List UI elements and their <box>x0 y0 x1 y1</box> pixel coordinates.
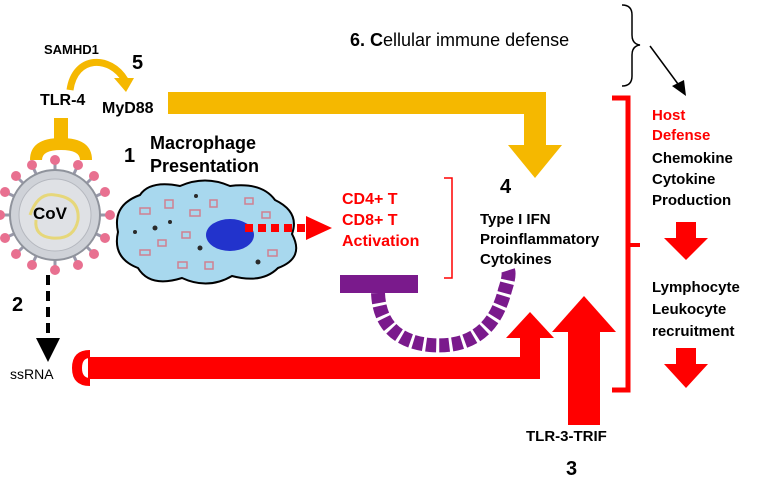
lymphocyte-label: Lymphocyte <box>652 279 740 296</box>
recruitment-arrow-1-shaft <box>676 222 696 240</box>
proinflammatory-label: Proinflammatory <box>480 231 600 248</box>
samhd1-label: SAMHD1 <box>44 42 99 57</box>
macrophage-label: Macrophage <box>150 133 257 153</box>
activation-bracket <box>444 177 453 279</box>
tlr4-receptor-stem <box>54 118 68 140</box>
cd8-label: CD8+ T <box>342 212 398 229</box>
samhd1-curved-arrow <box>66 59 128 91</box>
recruitment-arrow-2-shaft <box>676 348 696 366</box>
presentation-label: Presentation <box>150 156 260 176</box>
chemokine-label: Chemokine <box>652 150 733 167</box>
tlr3-arrow-shaft <box>568 330 600 425</box>
ssrna-arrowhead <box>506 312 554 338</box>
step-number-1: 1 <box>124 145 136 167</box>
ssrna-receptor-cup <box>72 350 90 386</box>
step-number-5: 5 <box>132 52 144 74</box>
step-number-3: 3 <box>566 458 578 480</box>
myd88-arrow-down <box>524 92 546 147</box>
recruitment-arrow-2-head <box>664 364 708 388</box>
ssrna-label: ssRNA <box>10 366 54 382</box>
myd88-label: MyD88 <box>102 100 154 117</box>
myd88-arrowhead <box>508 145 562 178</box>
tlr3-arrowhead <box>552 296 616 332</box>
cd4-label: CD4+ T <box>342 191 398 208</box>
cellular-rest: ellular immune defense <box>383 30 570 50</box>
cellular-defense-brace <box>621 4 641 87</box>
samhd1-arrowhead <box>114 78 134 92</box>
defense-label: Defense <box>652 127 711 144</box>
macrophage-cell <box>116 179 298 285</box>
cov-label: CoV <box>33 204 67 223</box>
recruitment-label: recruitment <box>652 323 735 340</box>
coronavirus-particle <box>0 155 115 275</box>
brace-pointer-arrowhead <box>672 80 686 96</box>
cellular-immune-defense-label: 6. Cellular immune defense <box>350 30 569 51</box>
step-number-6: 6. <box>350 30 366 50</box>
production-label: Production <box>652 192 732 209</box>
host-defense-bracket <box>612 95 631 393</box>
leukocyte-label: Leukocyte <box>652 301 727 318</box>
brace-pointer-arrow <box>649 45 679 85</box>
myd88-arrow-shaft <box>168 92 546 114</box>
host-label: Host <box>652 107 686 124</box>
recruitment-arrow-1-head <box>664 238 708 260</box>
step-number-4: 4 <box>500 176 512 198</box>
tlr4-label: TLR-4 <box>40 92 86 109</box>
cytokines-label: Cytokines <box>480 251 552 268</box>
inhibition-bar <box>340 275 418 293</box>
ssrna-arrow-shaft <box>88 357 530 379</box>
activation-label: Activation <box>342 233 420 250</box>
inhibition-curve <box>371 267 516 353</box>
tlr3-trif-label: TLR-3-TRIF <box>526 428 607 445</box>
step-number-2: 2 <box>12 294 24 316</box>
cellular-c: C <box>370 30 384 50</box>
tlr4-receptor-cup <box>30 138 92 160</box>
cytokine-label: Cytokine <box>652 171 716 188</box>
ssrna-arrow-up <box>520 335 540 379</box>
cov-to-ssrna-arrowhead <box>36 338 60 362</box>
type1-ifn-label: Type I IFN <box>480 211 551 228</box>
macrophage-to-tcell-arrowhead <box>306 216 332 240</box>
